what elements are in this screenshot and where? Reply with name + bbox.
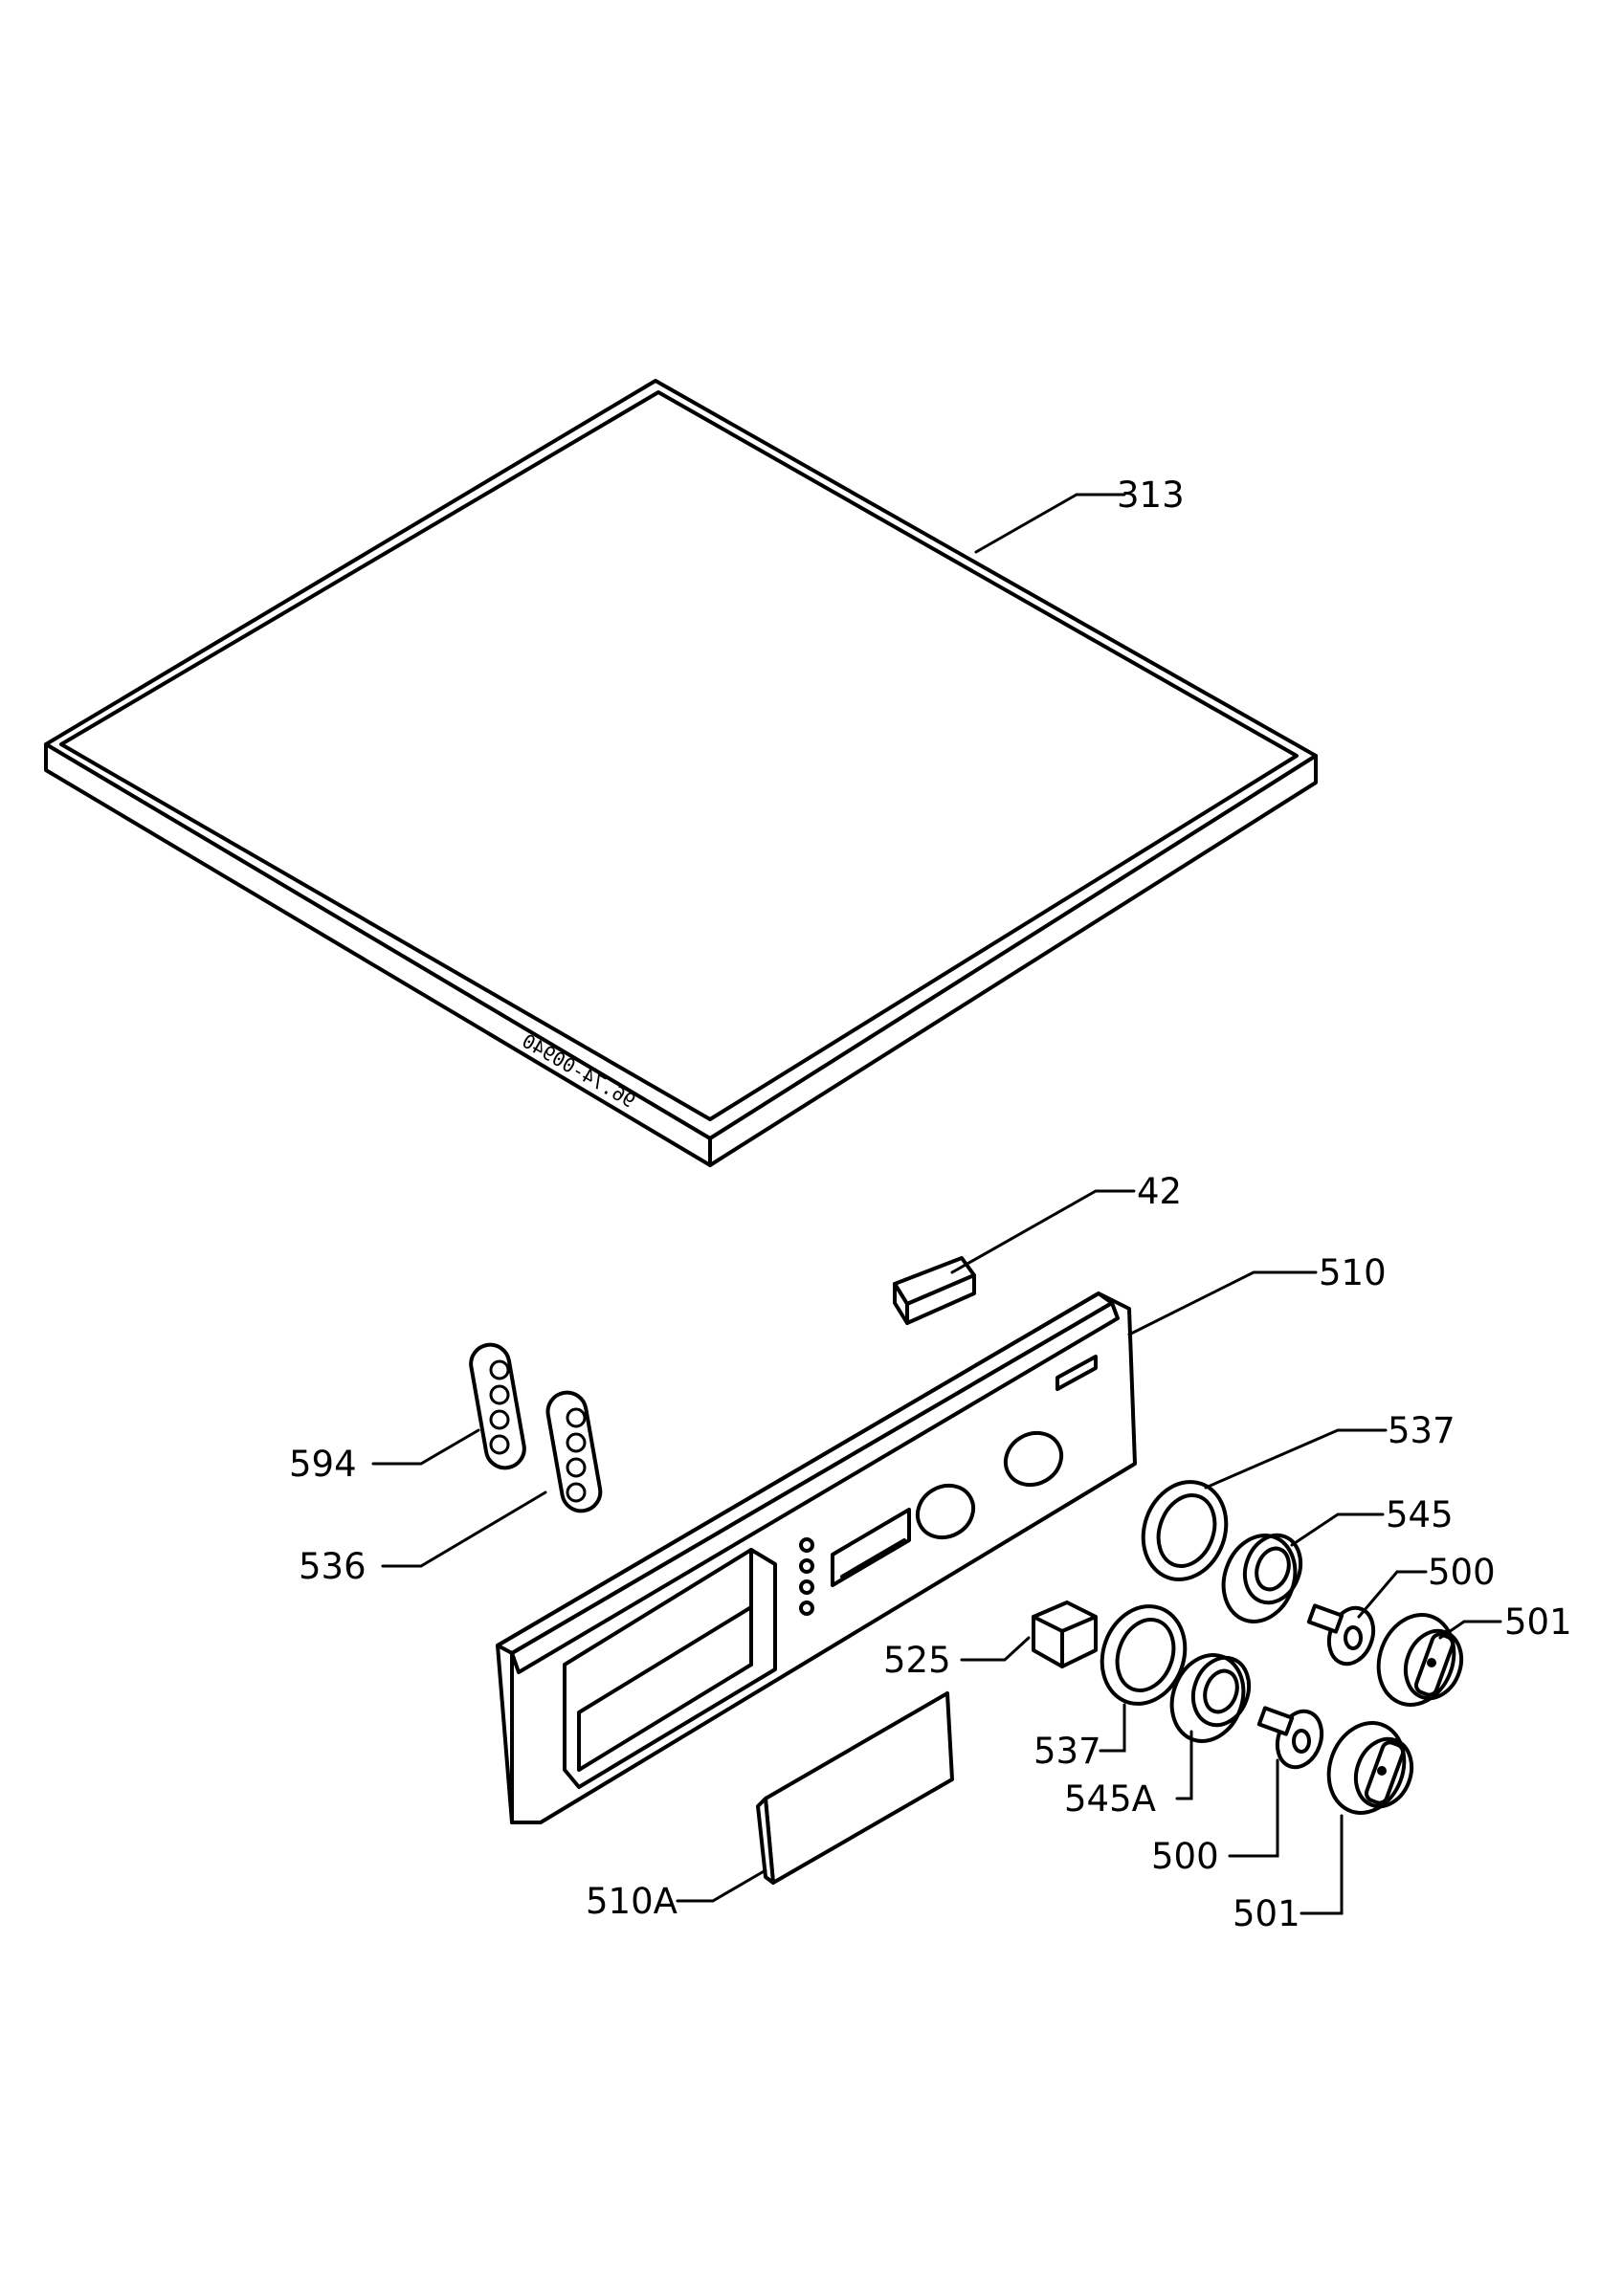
part-510-control-panel xyxy=(496,1292,1137,1824)
label-594: 594 xyxy=(289,1444,357,1485)
label-501-lower: 501 xyxy=(1233,1893,1300,1934)
part-545-bezel xyxy=(1221,1533,1303,1623)
label-313: 313 xyxy=(1117,475,1185,516)
part-594-bracket xyxy=(469,1342,526,1470)
part-labels: 313 42 510 594 536 537 545 500 501 525 5… xyxy=(289,475,1572,1934)
label-501-upper: 501 xyxy=(1504,1601,1572,1643)
label-500-lower: 500 xyxy=(1151,1836,1219,1877)
label-500-upper: 500 xyxy=(1428,1552,1496,1593)
label-537-lower: 537 xyxy=(1033,1731,1101,1772)
part-500-shaft-upper xyxy=(1306,1603,1376,1667)
label-510A: 510A xyxy=(586,1881,678,1922)
label-536: 536 xyxy=(299,1546,367,1587)
part-313-worktop: 96.74-00940 xyxy=(44,379,1318,1167)
part-525-connector xyxy=(1032,1601,1098,1668)
part-537-ring-lower xyxy=(1100,1604,1188,1706)
label-42: 42 xyxy=(1137,1171,1182,1212)
label-537-upper: 537 xyxy=(1388,1410,1455,1451)
part-536-bracket xyxy=(545,1390,603,1513)
label-525: 525 xyxy=(883,1640,951,1681)
part-500-shaft-lower xyxy=(1256,1706,1324,1770)
label-545A: 545A xyxy=(1064,1778,1156,1820)
label-545: 545 xyxy=(1386,1494,1454,1535)
part-537-ring-upper xyxy=(1141,1480,1229,1581)
part-501-knob-lower xyxy=(1326,1721,1414,1815)
part-42-clip xyxy=(893,1256,976,1325)
part-501-knob-upper xyxy=(1376,1613,1464,1707)
part-510a-cover xyxy=(756,1691,954,1885)
label-510: 510 xyxy=(1319,1252,1387,1293)
leader-lines xyxy=(371,493,1502,1915)
